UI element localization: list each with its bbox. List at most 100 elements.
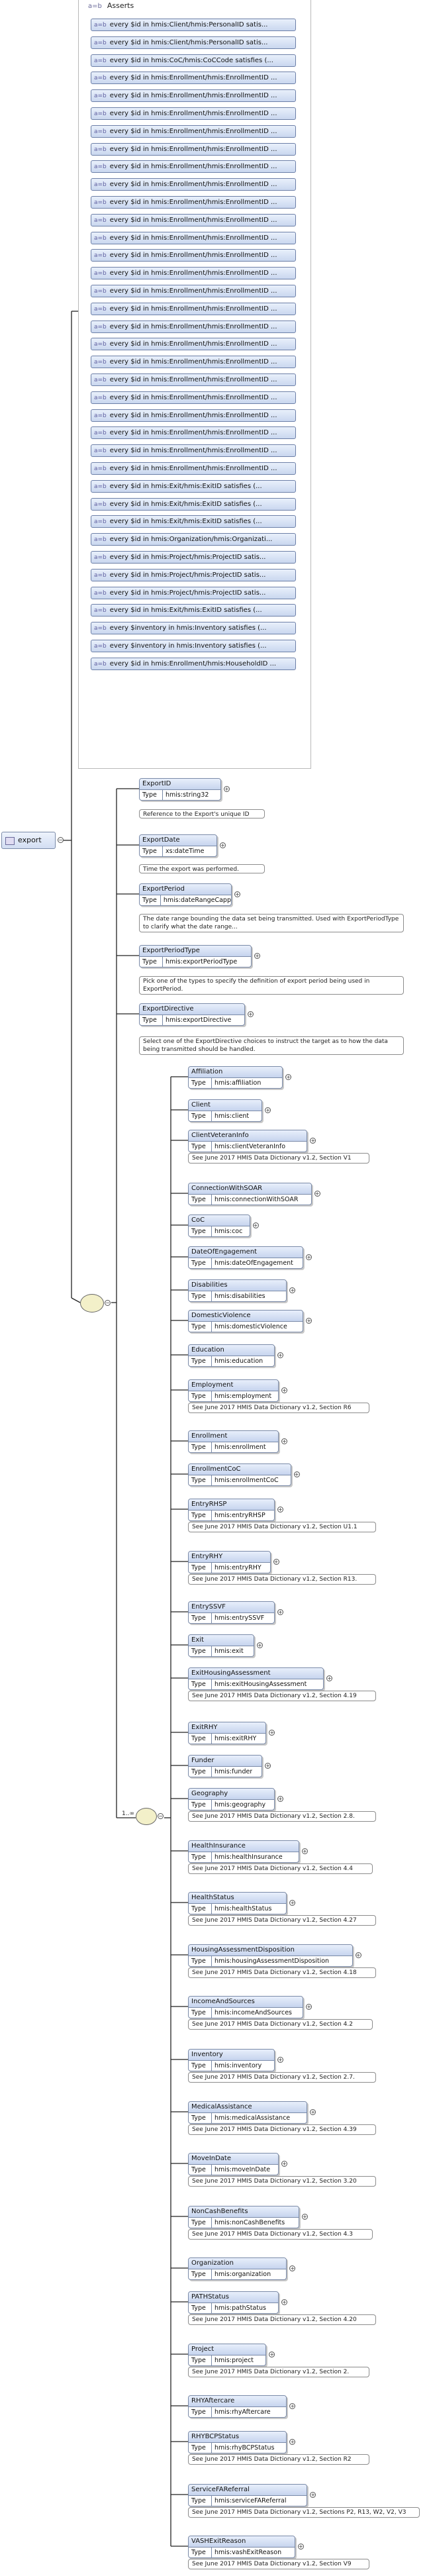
expand-icon[interactable]: + (289, 1900, 296, 1906)
expand-icon[interactable]: + (281, 2161, 287, 2167)
expand-icon[interactable]: + (277, 2057, 283, 2063)
expand-icon[interactable]: + (306, 1318, 312, 1324)
expand-icon[interactable]: + (248, 1011, 254, 1017)
expand-icon[interactable]: + (224, 786, 230, 792)
expand-icon[interactable]: + (281, 2299, 287, 2305)
collapse-icon[interactable]: − (105, 1300, 111, 1306)
expand-icon[interactable]: + (277, 1507, 283, 1512)
collapse-icon[interactable]: − (58, 837, 64, 843)
expand-icon[interactable]: + (277, 1796, 283, 1802)
expand-icon[interactable]: + (234, 891, 240, 897)
expand-icon[interactable]: + (306, 1254, 312, 1260)
expand-icon[interactable]: + (256, 1642, 263, 1648)
expand-icon[interactable]: + (302, 2214, 308, 2220)
expand-icon[interactable]: + (310, 1138, 316, 1144)
root-element-export[interactable]: export (1, 832, 56, 849)
expand-icon[interactable]: + (310, 2492, 316, 2498)
expand-icon[interactable]: + (252, 1222, 259, 1228)
expand-icon[interactable]: + (265, 1107, 271, 1113)
expand-icon[interactable]: + (306, 2004, 312, 2010)
expand-icon[interactable]: + (269, 1730, 275, 1736)
expand-icon[interactable]: + (277, 1352, 283, 1358)
expand-icon[interactable]: + (265, 1763, 271, 1769)
expand-icon[interactable]: + (297, 2544, 304, 2550)
expand-icon[interactable]: + (277, 1609, 283, 1615)
choice-compositor-icon[interactable] (136, 1808, 157, 1825)
expand-icon[interactable]: + (314, 1191, 320, 1197)
expand-icon[interactable]: + (302, 1848, 308, 1854)
expand-icon[interactable]: + (289, 1287, 296, 1293)
expand-icon[interactable]: + (326, 1675, 333, 1681)
expand-icon[interactable]: + (285, 1074, 292, 1080)
expand-icon[interactable]: + (289, 2439, 296, 2445)
expand-icon[interactable]: + (293, 1471, 300, 1477)
expand-icon[interactable]: + (281, 1387, 287, 1393)
expand-icon[interactable]: + (355, 1952, 361, 1958)
